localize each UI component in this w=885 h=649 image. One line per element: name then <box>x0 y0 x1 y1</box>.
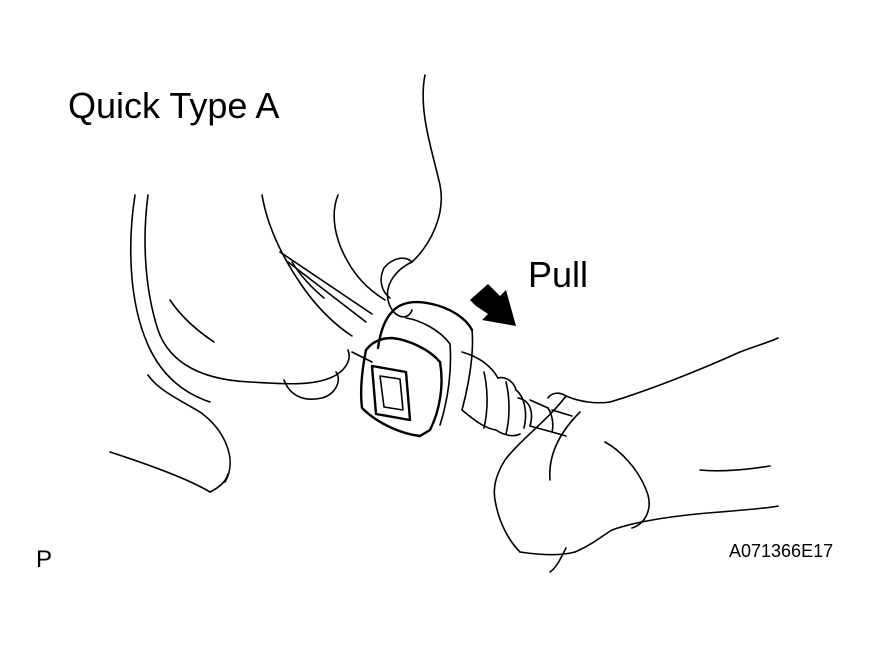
connector-type-title: Quick Type A <box>68 85 280 126</box>
left-hand-illustration <box>109 74 442 493</box>
right-hand-illustration <box>493 337 779 573</box>
quick-connector-illustration <box>360 300 573 438</box>
corner-mark-label: P <box>36 546 53 573</box>
pull-instruction-label: Pull <box>528 254 589 295</box>
fuel-pipe-illustration <box>279 251 373 363</box>
pull-direction-arrow-icon <box>470 284 516 326</box>
figure-code-label: A071366E17 <box>729 541 834 561</box>
